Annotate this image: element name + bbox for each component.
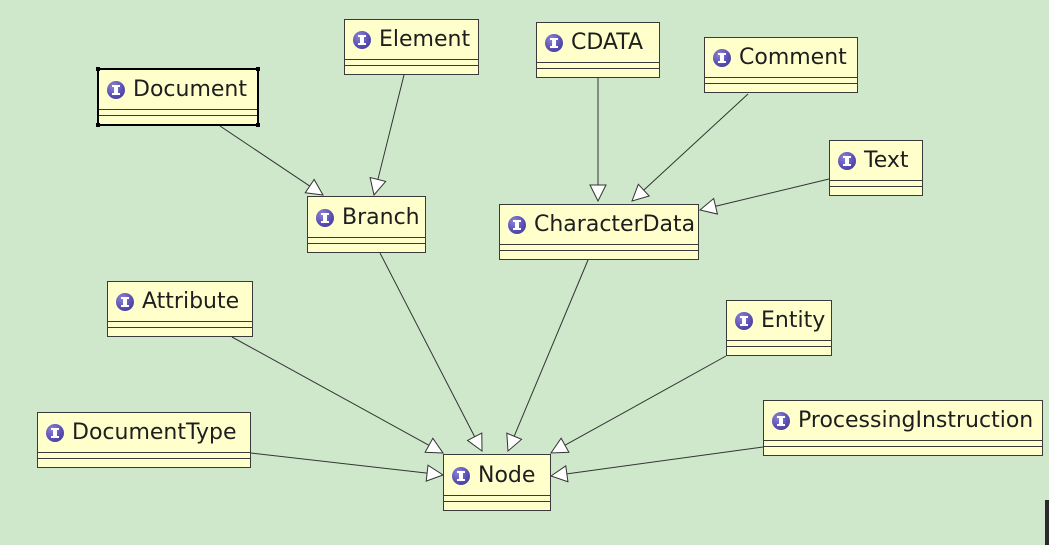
interface-document[interactable]: Document [96, 67, 260, 127]
interface-label: DocumentType [72, 420, 237, 445]
interface-element[interactable]: Element [344, 19, 479, 75]
inheritance-arrowhead [549, 465, 569, 483]
attribute-compartment [705, 77, 857, 92]
attribute-compartment [764, 440, 1042, 455]
generalization-edge[interactable] [379, 252, 483, 452]
generalization-edge[interactable] [231, 336, 444, 454]
interface-icon [46, 424, 64, 442]
interface-label: ProcessingInstruction [798, 408, 1034, 433]
interface-branch[interactable]: Branch [307, 196, 426, 253]
inheritance-arrowhead [424, 437, 444, 454]
interface-icon [545, 34, 563, 52]
interface-label: Attribute [142, 289, 240, 314]
generalization-edge[interactable] [250, 452, 445, 482]
selection-handle[interactable] [256, 123, 260, 127]
edge-line [643, 93, 749, 191]
interface-icon [353, 31, 371, 49]
interface-label: CharacterData [534, 212, 696, 237]
interface-icon [772, 412, 790, 430]
edge-line [377, 74, 405, 180]
interface-icon [838, 152, 856, 170]
inheritance-arrowhead [506, 432, 523, 453]
attribute-compartment [99, 109, 257, 124]
edge-line [715, 178, 830, 207]
interface-characterdata[interactable]: CharacterData [499, 204, 699, 260]
inheritance-arrowhead [550, 437, 570, 454]
interface-processinginstruction[interactable]: ProcessingInstruction [763, 400, 1043, 456]
inheritance-arrowhead [425, 464, 445, 482]
edge-line [219, 125, 310, 187]
interface-label: Comment [739, 45, 847, 70]
edge-line [379, 252, 476, 438]
interface-icon [107, 81, 125, 99]
interface-comment[interactable]: Comment [704, 37, 858, 93]
inheritance-arrowhead [589, 184, 607, 203]
generalization-edge[interactable] [550, 355, 727, 454]
edge-line [250, 452, 428, 474]
interface-icon [508, 216, 526, 234]
interface-label: Branch [342, 204, 420, 230]
attribute-compartment [38, 452, 250, 467]
inheritance-arrowhead [698, 197, 719, 215]
inheritance-arrowhead [369, 176, 387, 197]
edge-line [513, 259, 589, 437]
interface-icon [116, 293, 134, 311]
interface-text[interactable]: Text [829, 140, 923, 196]
generalization-edge[interactable] [698, 178, 830, 215]
generalization-edge[interactable] [219, 125, 324, 196]
interface-label: CDATA [571, 30, 644, 55]
interface-icon [735, 312, 753, 330]
inheritance-arrowhead [631, 183, 651, 202]
interface-label: Entity [761, 308, 826, 333]
selection-handle[interactable] [96, 123, 100, 127]
edge-line [564, 355, 727, 446]
attribute-compartment [308, 237, 425, 252]
attribute-compartment [830, 180, 922, 195]
attribute-compartment [345, 59, 478, 74]
inheritance-arrowhead [304, 178, 324, 196]
interface-icon [316, 208, 334, 227]
interface-entity[interactable]: Entity [726, 300, 832, 356]
generalization-edge[interactable] [549, 446, 764, 483]
selection-handle[interactable] [96, 67, 100, 71]
edge-line [231, 336, 430, 446]
attribute-compartment [108, 321, 252, 336]
generalization-edge[interactable] [369, 74, 405, 197]
generalization-edge[interactable] [631, 93, 749, 202]
attribute-compartment [444, 495, 550, 510]
scrollbar-edge[interactable] [1045, 500, 1049, 545]
interface-attribute[interactable]: Attribute [107, 281, 253, 337]
interface-label: Document [133, 77, 247, 102]
interface-label: Node [478, 462, 536, 488]
interface-label: Text [864, 148, 909, 173]
selection-handle[interactable] [256, 67, 260, 71]
interface-node[interactable]: Node [443, 454, 551, 511]
generalization-edge[interactable] [589, 78, 607, 203]
attribute-compartment [727, 340, 831, 355]
interface-cdata[interactable]: CDATA [536, 22, 660, 78]
attribute-compartment [500, 244, 698, 259]
interface-icon [452, 466, 470, 485]
edge-line [566, 446, 764, 475]
generalization-edge[interactable] [506, 259, 589, 453]
interface-label: Element [379, 27, 471, 52]
inheritance-arrowhead [466, 432, 483, 452]
attribute-compartment [537, 62, 659, 77]
interface-documenttype[interactable]: DocumentType [37, 412, 251, 468]
interface-icon [713, 49, 731, 67]
